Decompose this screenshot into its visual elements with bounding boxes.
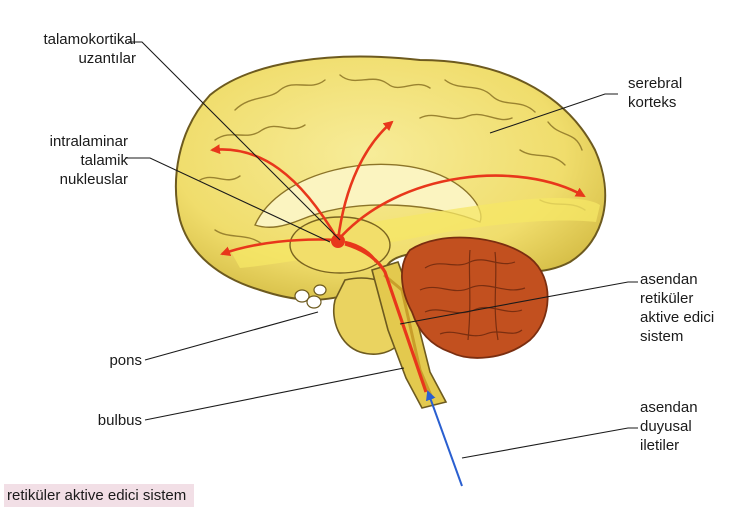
figure-caption: retiküler aktive edici sistem [4, 484, 194, 507]
label-intralaminar-line1: intralaminar [8, 132, 128, 151]
sensory-input-arrow [428, 392, 462, 486]
label-intralaminar-line2: talamik [8, 151, 128, 170]
label-sensory: asendan duyusal iletiler [640, 398, 698, 455]
label-sensory-line3: iletiler [640, 436, 698, 455]
label-cortex-line1: serebral [628, 74, 682, 93]
label-intralaminar-line3: nukleuslar [8, 170, 128, 189]
label-pons: pons [60, 351, 142, 370]
label-cortex: serebral korteks [628, 74, 682, 112]
label-aras-line1: asendan [640, 270, 714, 289]
label-aras-line4: sistem [640, 327, 714, 346]
label-thalamocortical: talamokortikal uzantılar [8, 30, 136, 68]
cerebellum [402, 238, 548, 358]
label-aras-line3: aktive edici [640, 308, 714, 327]
label-intralaminar: intralaminar talamik nukleuslar [8, 132, 128, 189]
label-aras-line2: retiküler [640, 289, 714, 308]
label-thalamocortical-line2: uzantılar [8, 49, 136, 68]
label-sensory-line2: duyusal [640, 417, 698, 436]
label-bulbus: bulbus [60, 411, 142, 430]
label-cortex-line2: korteks [628, 93, 682, 112]
label-thalamocortical-line1: talamokortikal [8, 30, 136, 49]
label-sensory-line1: asendan [640, 398, 698, 417]
intralaminar-nuclei-dot [331, 234, 345, 248]
label-aras: asendan retiküler aktive edici sistem [640, 270, 714, 346]
